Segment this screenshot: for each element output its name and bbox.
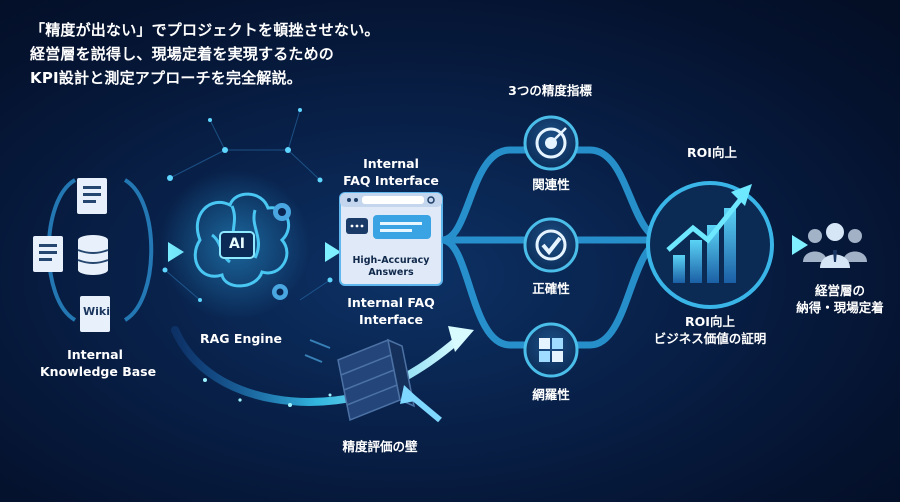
document-icon-top (77, 178, 107, 214)
faq-answer-bubble-line-1: High-Accuracy (352, 255, 430, 266)
faq-window (339, 192, 443, 286)
dash-marks (304, 339, 331, 363)
ai-chip (219, 231, 255, 259)
faq-title-top-line-2: FAQ Interface (343, 173, 439, 188)
roi-title-bottom-line-1: ROI向上 (685, 314, 735, 329)
faq-title-top-line-1: Internal (363, 156, 419, 171)
headline: 「精度が出ない」でプロジェクトを頓挫させない。 経営層を説得し、現場定着を実現す… (30, 18, 380, 90)
metric-label-relevance: 関連性 (532, 177, 570, 192)
gear-icon-bottom (272, 284, 288, 300)
database-icon (77, 235, 109, 275)
metric-label-coverage: 網羅性 (532, 387, 570, 402)
document-icon-left (33, 236, 63, 272)
headline-line-2: 経営層を説得し、現場定着を実現するための (30, 45, 335, 63)
sparkles (203, 378, 332, 407)
headline-line-3: KPI設計と測定アプローチを完全解説。 (30, 69, 302, 87)
stakeholder-label-line-2: 納得・現場定着 (796, 300, 884, 315)
knowledge-base-title-line-1: Internal (67, 347, 123, 362)
wiki-document-icon (80, 296, 110, 332)
roi-title-bottom: ROI向上 ビジネス価値の証明 (640, 313, 780, 347)
gear-icon-top (273, 203, 291, 221)
knowledge-base-title: Internal Knowledge Base (40, 346, 157, 380)
ai-chip-label: AI (228, 236, 246, 252)
rag-engine-title: RAG Engine (200, 331, 282, 346)
people-icon (803, 223, 867, 268)
metric-circle-accuracy (523, 217, 579, 273)
faq-answer-bubble: High-Accuracy Answers (345, 255, 437, 279)
knowledge-base-title-line-2: Knowledge Base (40, 364, 157, 379)
headline-line-1: 「精度が出ない」でプロジェクトを頓挫させない。 (30, 21, 380, 39)
faq-title-bottom: Internal FAQ Interface (335, 294, 447, 328)
roi-bar-chart (673, 208, 736, 283)
wall-label: 精度評価の壁 (342, 439, 418, 454)
metric-label-accuracy: 正確性 (532, 281, 570, 296)
stakeholder-label-line-1: 経営層の (814, 283, 865, 298)
stakeholder-label: 経営層の 納得・現場定着 (795, 282, 885, 316)
faq-title-bottom-line-2: Interface (359, 312, 423, 327)
faq-answer-bubble-line-2: Answers (368, 267, 414, 278)
brick-wall-icon (337, 338, 416, 422)
metric-circle-coverage (523, 322, 579, 378)
metric-circle-relevance (523, 115, 579, 171)
wiki-label: Wiki (83, 305, 110, 318)
roi-title-bottom-line-2: ビジネス価値の証明 (653, 331, 767, 346)
faq-title-bottom-line-1: Internal FAQ (347, 295, 435, 310)
roi-trend-arrow (666, 198, 742, 252)
metrics-heading: 3つの精度指標 (508, 83, 592, 98)
network-nodes (162, 108, 333, 302)
faq-title-top: Internal FAQ Interface (335, 155, 447, 189)
roi-title-top: ROI向上 (687, 145, 737, 160)
